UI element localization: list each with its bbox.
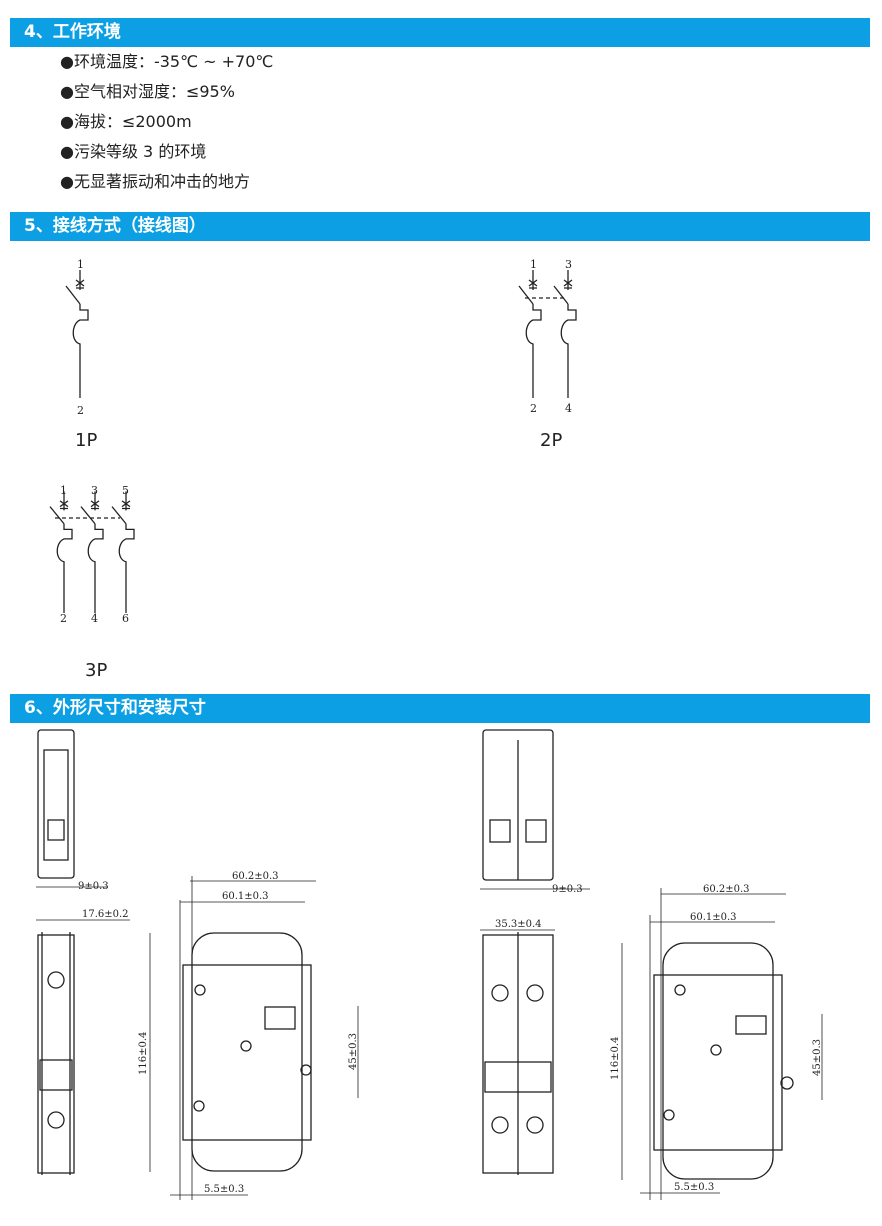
svg-text:6: 6 [122, 612, 129, 625]
list-item: ●污染等级 3 的环境 [60, 142, 207, 161]
svg-text:116±0.4: 116±0.4 [610, 1037, 621, 1080]
svg-text:4: 4 [565, 402, 572, 415]
wiring-1p-diagram [65, 269, 89, 399]
svg-text:60.2±0.3: 60.2±0.3 [703, 884, 750, 895]
section-header-wiring: 5、接线方式（接线图） [10, 212, 870, 241]
svg-text:2: 2 [530, 402, 537, 415]
svg-text:60.2±0.3: 60.2±0.3 [232, 871, 279, 882]
svg-text:3: 3 [91, 484, 98, 497]
svg-text:5: 5 [122, 484, 129, 497]
svg-text:3: 3 [565, 258, 572, 271]
wiring-3p-diagram [49, 490, 135, 614]
section-header-environment: 4、工作环境 [10, 18, 870, 47]
svg-text:9±0.3: 9±0.3 [552, 884, 583, 895]
wiring-1p-label: 1P [75, 430, 98, 451]
svg-text:1: 1 [77, 258, 84, 271]
environment-list: ●环境温度：-35℃ ~ +70℃ ●空气相对湿度：≤95% ●海拔：≤2000… [60, 50, 273, 200]
dimension-drawing-2p [480, 729, 823, 1200]
dimension-drawing-1p [36, 729, 359, 1200]
svg-text:4: 4 [91, 612, 98, 625]
svg-text:2: 2 [77, 404, 84, 417]
svg-text:17.6±0.2: 17.6±0.2 [82, 909, 129, 920]
svg-text:60.1±0.3: 60.1±0.3 [690, 912, 737, 923]
svg-text:45±0.3: 45±0.3 [812, 1039, 823, 1076]
svg-text:60.1±0.3: 60.1±0.3 [222, 891, 269, 902]
wiring-3p-label: 3P [85, 660, 108, 681]
section-header-dimensions: 6、外形尺寸和安装尺寸 [10, 694, 870, 723]
svg-text:45±0.3: 45±0.3 [348, 1033, 359, 1070]
svg-text:5.5±0.3: 5.5±0.3 [204, 1184, 244, 1195]
list-item: ●环境温度：-35℃ ~ +70℃ [60, 52, 274, 71]
list-item: ●海拔：≤2000m [60, 112, 192, 131]
wiring-2p-label: 2P [540, 430, 563, 451]
list-item: ●无显著振动和冲击的地方 [60, 172, 250, 191]
svg-text:5.5±0.3: 5.5±0.3 [674, 1182, 714, 1193]
svg-text:1: 1 [60, 484, 67, 497]
wiring-2p-diagram [518, 269, 577, 399]
svg-text:1: 1 [530, 258, 537, 271]
svg-text:35.3±0.4: 35.3±0.4 [495, 919, 542, 930]
svg-text:9±0.3: 9±0.3 [78, 881, 109, 892]
svg-text:116±0.4: 116±0.4 [138, 1032, 149, 1075]
svg-text:2: 2 [60, 612, 67, 625]
list-item: ●空气相对湿度：≤95% [60, 82, 235, 101]
